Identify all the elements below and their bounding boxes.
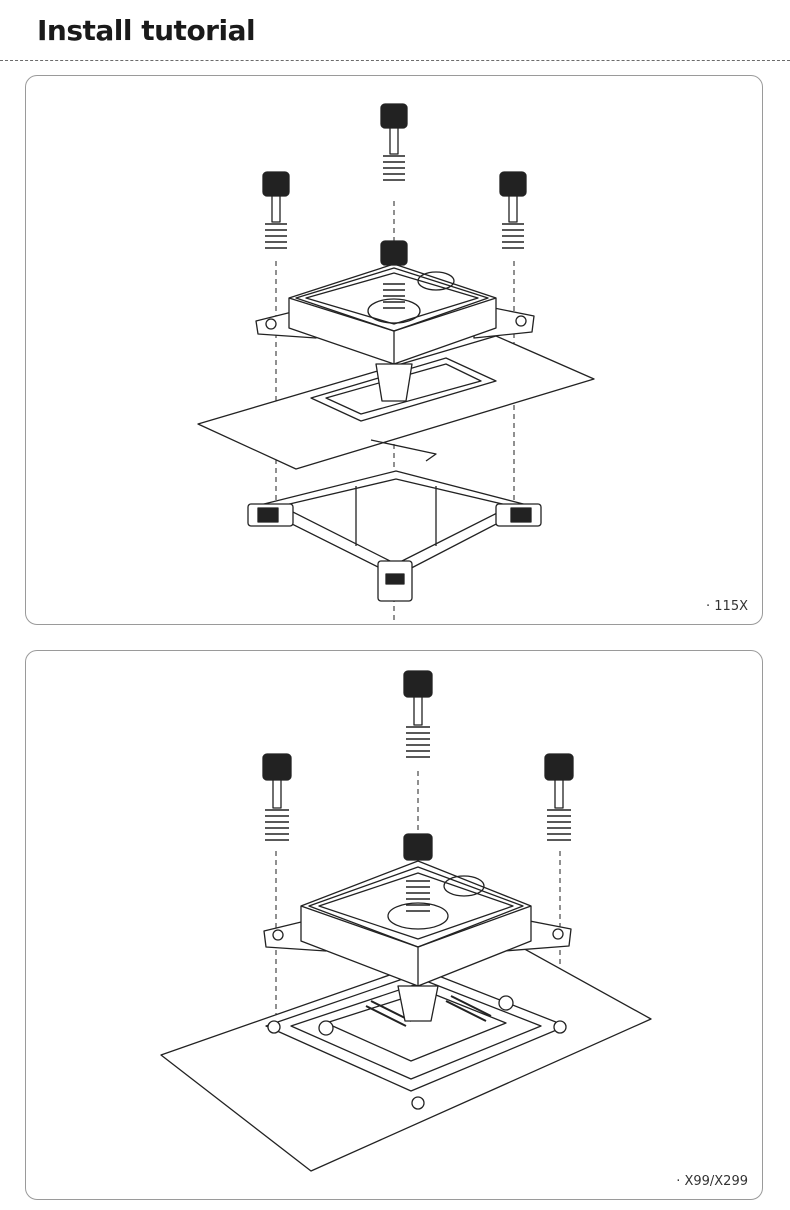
dashed-divider [0,60,790,61]
install-illustration-115x [197,103,595,624]
panel-caption: · 115X [706,599,748,614]
install-illustration-x99-x299 [160,670,652,1172]
page-title: Install tutorial [37,14,256,47]
install-diagram-115x: · 115X [25,75,763,625]
panel-caption: · X99/X299 [676,1174,748,1189]
install-diagram-x99-x299: · X99/X299 [25,650,763,1200]
